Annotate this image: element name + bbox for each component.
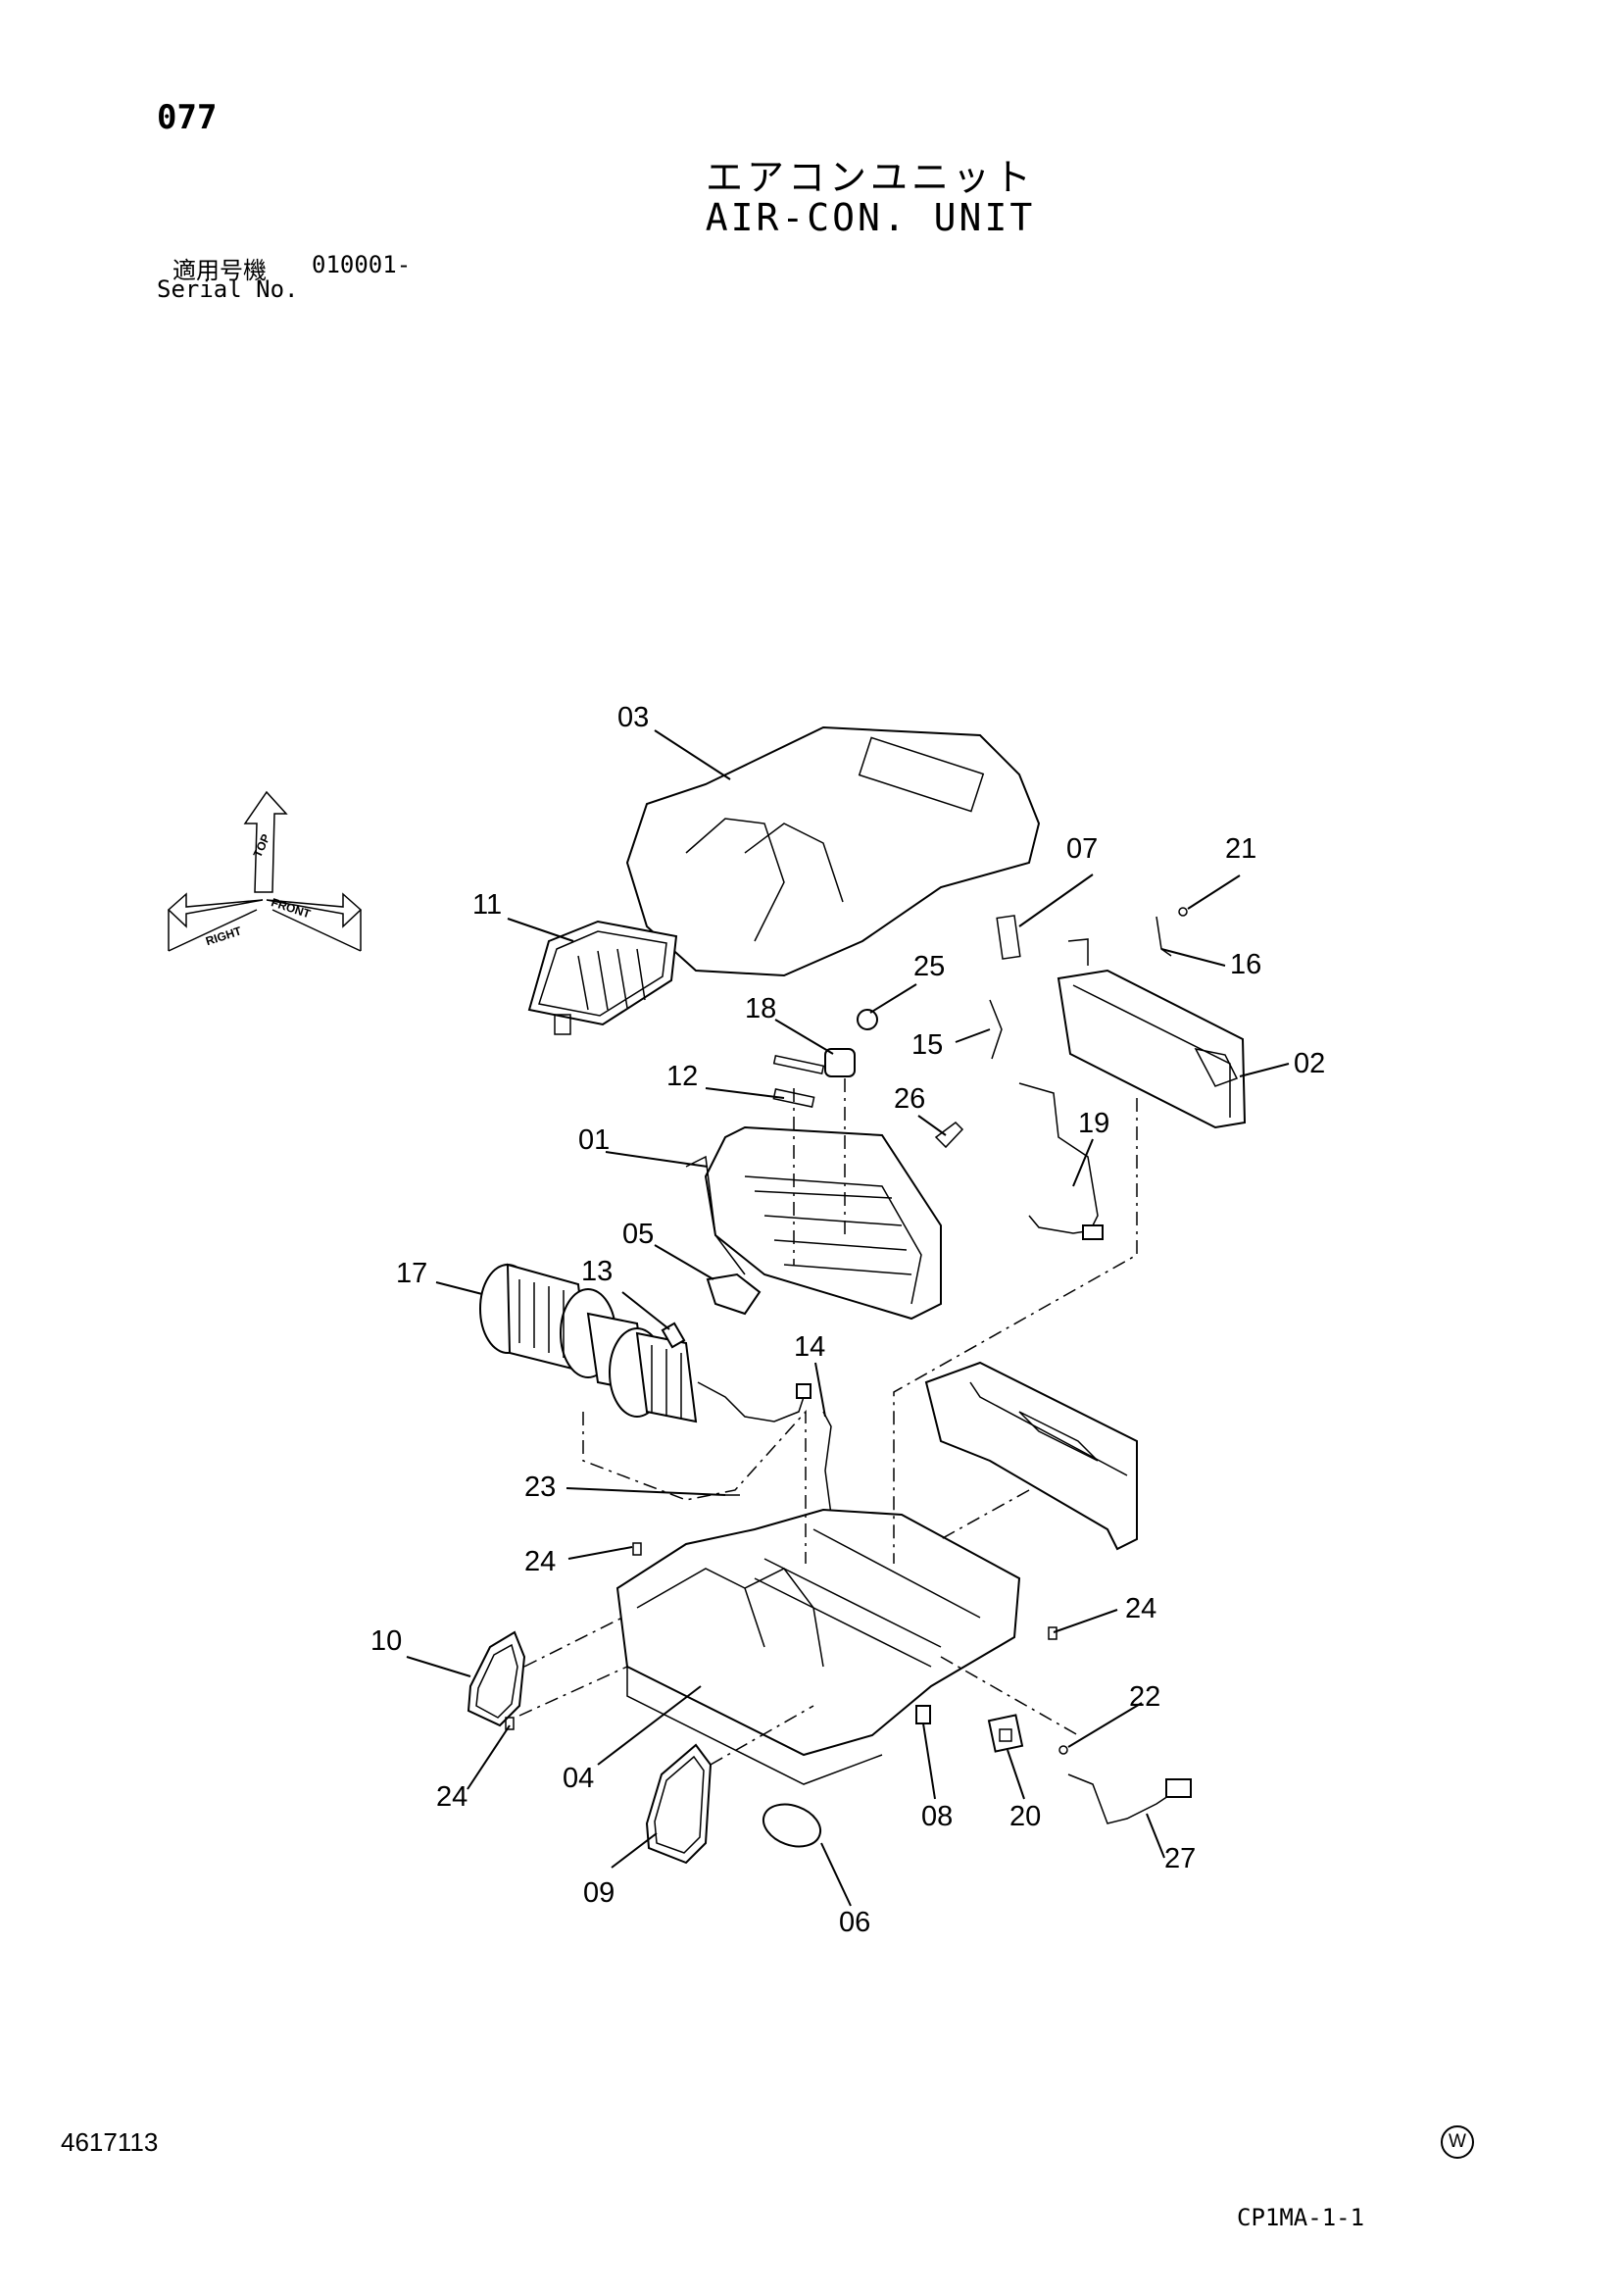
relay-part-20 (987, 1714, 1024, 1753)
callout-23: 23 (524, 1472, 556, 1503)
thermistor-part-05 (706, 1273, 762, 1316)
callout-07: 07 (1066, 833, 1098, 865)
page-number: 077 (157, 98, 218, 137)
orientation-front-label: FRONT (270, 895, 313, 921)
callout-16: 16 (1230, 949, 1261, 980)
callout-10: 10 (370, 1625, 402, 1657)
callout-05: 05 (622, 1219, 654, 1250)
page-title-japanese: エアコンユニット (705, 156, 1035, 199)
gasket-part-10 (467, 1630, 526, 1727)
gasket-part-09 (645, 1743, 713, 1865)
drain-part-14 (822, 1411, 834, 1530)
orientation-top-label: TOP (250, 832, 272, 860)
callout-21: 21 (1225, 833, 1256, 865)
callout-20: 20 (1009, 1801, 1041, 1832)
callout-18: 18 (745, 993, 776, 1024)
duct-part (924, 1361, 1138, 1551)
harness-27 (1067, 1773, 1192, 1824)
lower-case-part (615, 1508, 1021, 1785)
callout-24-bottom: 24 (436, 1781, 467, 1813)
filter-part (527, 920, 678, 1035)
serial-label-english: Serial No. (157, 275, 299, 303)
callout-17: 17 (396, 1258, 427, 1289)
callout-09: 09 (583, 1877, 615, 1909)
callout-13: 13 (581, 1256, 613, 1287)
page-title-english: AIR-CON. UNIT (705, 196, 1036, 239)
callout-15: 15 (911, 1029, 943, 1061)
callout-26: 26 (894, 1083, 925, 1115)
screw-part-22 (1058, 1745, 1068, 1755)
upper-case-part (625, 725, 1041, 977)
callout-11: 11 (472, 889, 502, 921)
callout-14: 14 (794, 1331, 825, 1363)
clip-24-left (632, 1542, 642, 1556)
callout-25: 25 (913, 951, 945, 982)
callout-27: 27 (1164, 1843, 1196, 1874)
callout-01: 01 (578, 1124, 610, 1156)
callout-02: 02 (1294, 1048, 1325, 1079)
orientation-right-label: RIGHT (204, 923, 243, 948)
bracket-part-08 (915, 1705, 931, 1724)
leader-lines (406, 729, 1290, 1907)
document-number: 4617113 (61, 2127, 159, 2157)
clip-24-right (1048, 1626, 1057, 1640)
callout-24-right: 24 (1125, 1593, 1156, 1624)
cover-part-06 (762, 1803, 822, 1848)
callout-12: 12 (666, 1061, 698, 1092)
serial-range: 010001- (312, 251, 412, 278)
callout-06: 06 (839, 1907, 870, 1938)
callout-08: 08 (921, 1801, 953, 1832)
callout-19: 19 (1078, 1108, 1109, 1139)
callout-22: 22 (1129, 1681, 1160, 1713)
harness-19 (1018, 1082, 1104, 1240)
heater-core-part (1057, 938, 1247, 1129)
callout-24-left: 24 (524, 1546, 556, 1577)
orientation-indicator: TOP RIGHT FRONT (167, 790, 363, 952)
blower-part (479, 1263, 812, 1423)
w-mark-logo: W (1441, 2125, 1474, 2159)
valve-and-sensor-parts (772, 1009, 964, 1149)
callout-04: 04 (563, 1763, 594, 1794)
callout-03: 03 (617, 702, 649, 733)
clip-24-bottom (505, 1717, 515, 1730)
evaporator-housing-part (685, 1125, 942, 1321)
serial-label-japanese: 適用号機 (172, 257, 267, 284)
document-code: CP1MA-1-1 (1237, 2204, 1365, 2231)
callout-labels: 03 07 21 11 16 25 15 18 02 12 26 19 01 0… (370, 702, 1325, 1938)
